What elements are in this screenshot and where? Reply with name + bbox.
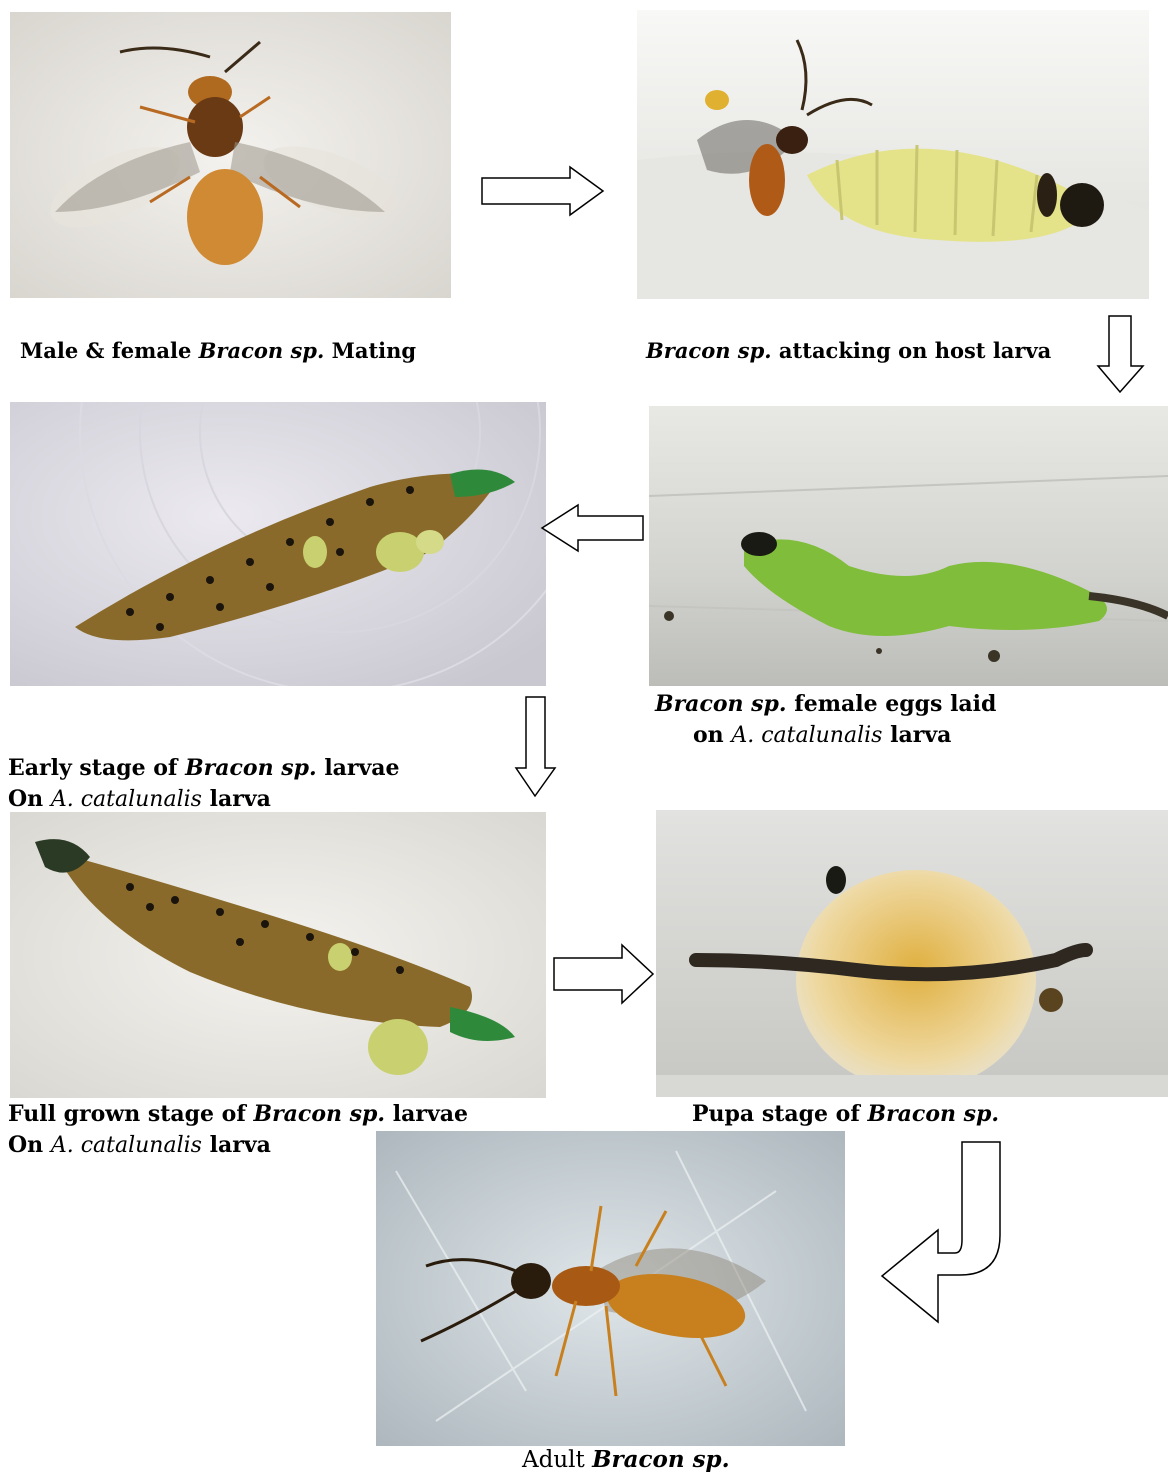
caption-mating-genus: Bracon sp.	[199, 338, 325, 363]
photo-early-larvae	[10, 402, 546, 686]
arrow-right-full-to-pupa	[552, 943, 655, 1005]
caption-attacking-genus: Bracon sp.	[646, 338, 772, 363]
photo-eggs-laid	[649, 406, 1168, 686]
arrow-down-early-to-full	[515, 695, 557, 798]
caption-full-on: On	[8, 1132, 51, 1158]
caption-full-line2: On A. catalunalis larva	[8, 1130, 468, 1161]
caption-early-line1: Early stage of Bracon sp. larvae	[8, 753, 400, 784]
photo-full-grown-larvae	[10, 812, 546, 1098]
photo-attacking	[637, 10, 1149, 299]
caption-adult-pre: Adult	[522, 1447, 592, 1473]
caption-pupa-genus: Bracon sp.	[867, 1101, 999, 1127]
caption-eggs: Bracon sp. female eggs laid on A. catalu…	[655, 689, 996, 751]
caption-attacking-post: attacking on host larva	[772, 338, 1052, 363]
caption-eggs-on: on	[693, 722, 731, 748]
caption-eggs-mid: female eggs laid	[787, 691, 997, 717]
photo-adult	[376, 1131, 845, 1446]
caption-full-line1: Full grown stage of Bracon sp. larvae	[8, 1099, 468, 1130]
caption-full-post: larva	[202, 1132, 271, 1158]
caption-mating: Male & female Bracon sp. Mating	[20, 337, 416, 365]
caption-full-mid: larvae	[385, 1101, 468, 1127]
caption-full-pre: Full grown stage of	[8, 1101, 253, 1127]
caption-adult: Adult Bracon sp.	[522, 1444, 730, 1476]
caption-early-host: A. catalunalis	[51, 787, 202, 812]
caption-full-grown: Full grown stage of Bracon sp. larvae On…	[8, 1099, 468, 1161]
caption-attacking: Bracon sp. attacking on host larva	[646, 337, 1051, 365]
caption-early-mid: larvae	[317, 755, 400, 781]
caption-early-genus: Bracon sp.	[185, 755, 317, 781]
caption-full-genus: Bracon sp.	[253, 1101, 385, 1127]
caption-mating-post: Mating	[324, 338, 416, 363]
caption-early-on: On	[8, 786, 51, 812]
arrow-down-attacking-to-eggs	[1097, 314, 1145, 394]
arrow-right-mating-to-attacking	[480, 165, 605, 217]
caption-adult-genus: Bracon sp.	[592, 1446, 730, 1473]
caption-full-host: A. catalunalis	[51, 1133, 202, 1158]
caption-early-post: larva	[202, 786, 271, 812]
caption-early-line2: On A. catalunalis larva	[8, 784, 400, 815]
arrow-left-eggs-to-early	[540, 503, 645, 553]
caption-eggs-genus: Bracon sp.	[655, 691, 787, 717]
caption-eggs-line1: Bracon sp. female eggs laid	[655, 689, 996, 720]
caption-early: Early stage of Bracon sp. larvae On A. c…	[8, 753, 400, 815]
caption-eggs-line2: on A. catalunalis larva	[655, 720, 996, 751]
caption-early-pre: Early stage of	[8, 755, 185, 781]
caption-mating-pre: Male & female	[20, 338, 199, 363]
caption-eggs-post: larva	[882, 722, 951, 748]
caption-pupa: Pupa stage of Bracon sp.	[692, 1099, 999, 1130]
caption-pupa-pre: Pupa stage of	[692, 1101, 867, 1127]
arrow-curved-pupa-to-adult	[880, 1140, 1005, 1325]
photo-pupa	[656, 810, 1168, 1097]
caption-eggs-host: A. catalunalis	[731, 723, 882, 748]
photo-mating	[10, 12, 451, 298]
